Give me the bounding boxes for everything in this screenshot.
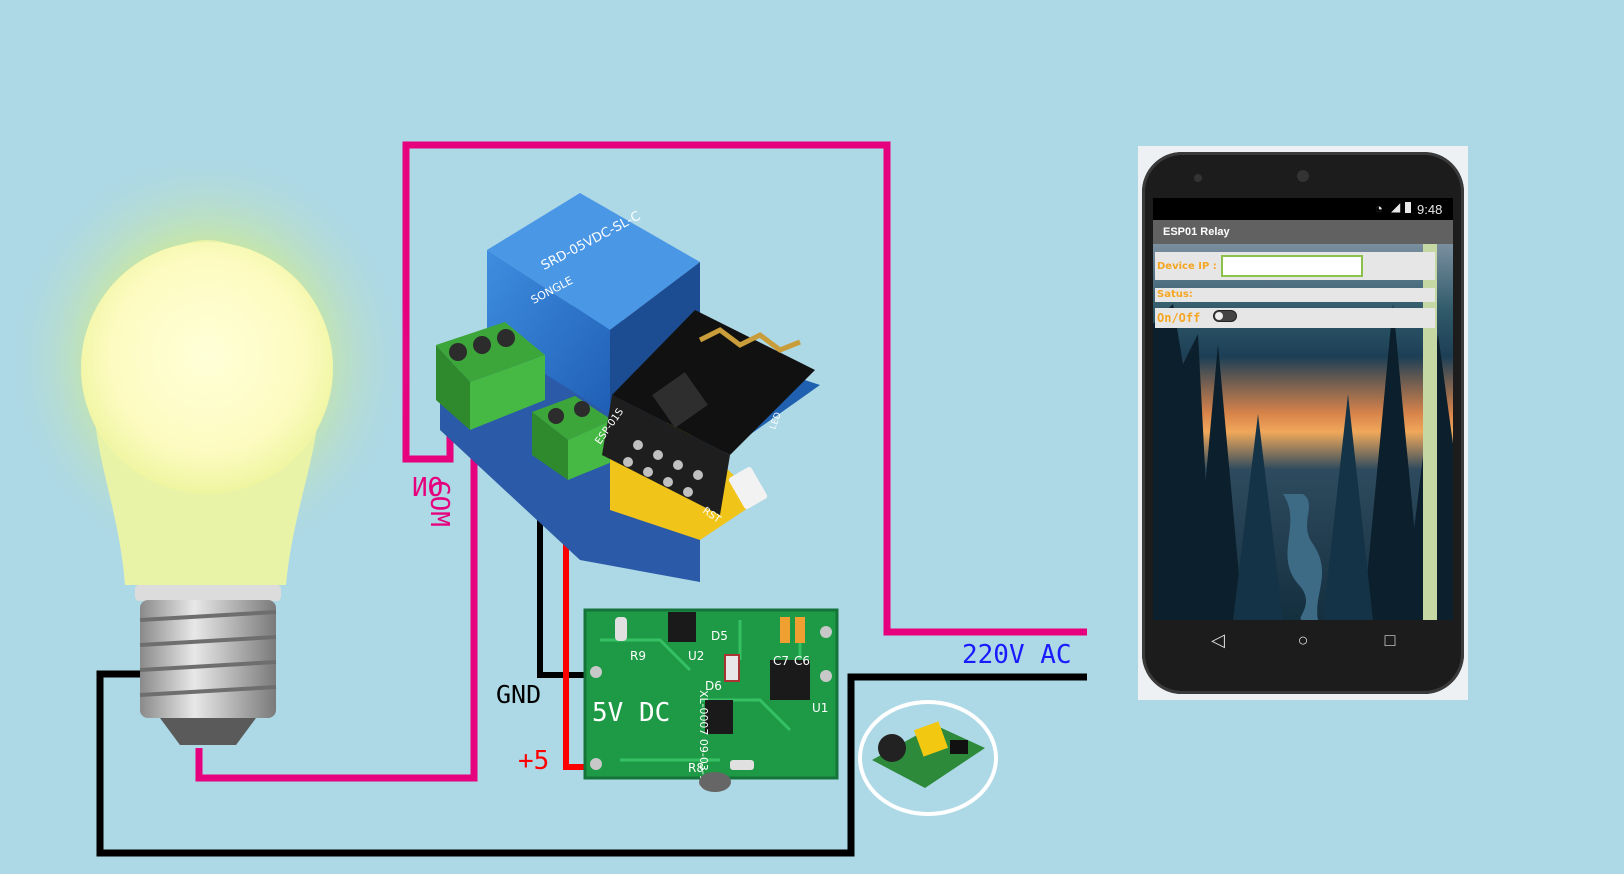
svg-text:U1: U1: [812, 701, 828, 715]
phone-sensor: [1194, 174, 1202, 182]
svg-text:C6: C6: [794, 654, 810, 668]
svg-text:D5: D5: [711, 629, 728, 643]
svg-text:R9: R9: [630, 649, 646, 663]
device-ip-label: Device IP :: [1157, 261, 1217, 272]
status-time: 9:48: [1417, 202, 1443, 217]
phone-body: ◔ ◢ 9:48 ESP01 Relay: [1142, 152, 1464, 694]
neutral-wire: [96, 670, 1087, 857]
relay-module-icon: SRD-05VDC-SL-C SONGLE ESP-01S LED: [436, 193, 820, 582]
esp01-module: ESP-01S: [593, 310, 815, 515]
label-5v-dc: 5V DC: [592, 698, 671, 728]
app-content: Device IP : Satus: On/Off: [1153, 244, 1453, 620]
terminal-block-3pin: [436, 322, 545, 430]
gnd-wire: [537, 452, 595, 678]
phone-camera: [1297, 170, 1309, 182]
label-gnd: GND: [496, 680, 542, 709]
status-bar: ◔ ◢ 9:48: [1153, 198, 1453, 220]
recents-icon[interactable]: □: [1384, 630, 1396, 650]
app-title: ESP01 Relay: [1153, 220, 1453, 244]
status-row: Satus:: [1155, 288, 1435, 302]
svg-text:C7: C7: [773, 654, 789, 668]
phone-mockup: ◔ ◢ 9:48 ESP01 Relay: [1138, 146, 1468, 700]
label-220v-ac: 220V AC: [962, 640, 1072, 670]
onoff-row: On/Off: [1155, 308, 1435, 328]
svg-text:D6: D6: [705, 679, 722, 693]
nav-bar: ◁ ○ □: [1153, 620, 1453, 662]
svg-text:XL-0007 09-03-16: XL-0007 09-03-16: [697, 690, 710, 789]
svg-text:R8: R8: [688, 761, 704, 775]
home-icon[interactable]: ○: [1297, 630, 1309, 650]
onoff-label: On/Off: [1157, 311, 1201, 325]
terminal-block-2pin: [532, 396, 612, 480]
svg-text:U2: U2: [688, 649, 704, 663]
wifi-icon: ◔: [1375, 201, 1383, 216]
device-ip-input[interactable]: [1221, 255, 1363, 277]
side-strip: [1423, 244, 1437, 620]
back-icon[interactable]: ◁: [1211, 630, 1225, 650]
status-label: Satus:: [1157, 289, 1193, 300]
device-ip-row: Device IP :: [1155, 252, 1435, 280]
power-module-photo-icon: [858, 700, 998, 816]
battery-icon: [1405, 202, 1411, 213]
label-plus5: +5: [518, 746, 550, 776]
light-bulb-icon: [2, 145, 412, 745]
signal-icon: ◢: [1391, 200, 1401, 214]
onoff-toggle[interactable]: [1213, 310, 1237, 322]
live-wire: [195, 141, 1087, 782]
label-com: COM: [424, 480, 454, 527]
phone-screen: ◔ ◢ 9:48 ESP01 Relay: [1153, 198, 1453, 620]
